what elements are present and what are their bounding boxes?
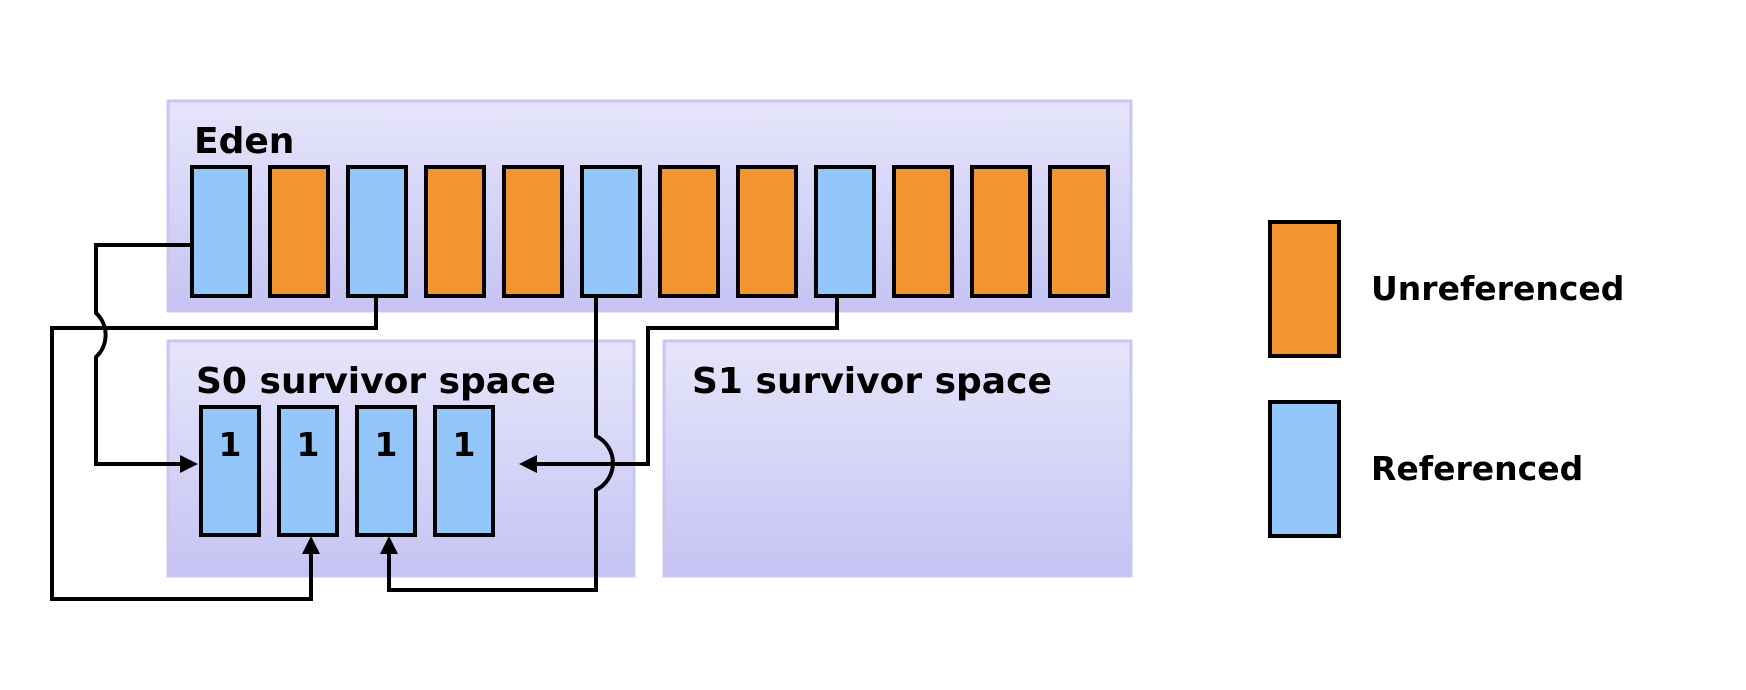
s0-block-2-age: 1 <box>297 425 320 464</box>
s1-survivor-label: S1 survivor space <box>692 361 1052 402</box>
s0-block-1 <box>199 405 261 537</box>
s0-block-4-age: 1 <box>453 425 476 464</box>
eden-block-4-unreferenced <box>424 165 486 298</box>
s0-block-3-age: 1 <box>375 425 398 464</box>
eden-block-11-unreferenced <box>970 165 1032 298</box>
arrowhead-s0-3 <box>380 536 398 554</box>
eden-block-1-referenced <box>190 165 252 298</box>
eden-block-8-unreferenced <box>736 165 798 298</box>
eden-block-7-unreferenced <box>658 165 720 298</box>
eden-blocks <box>190 165 1110 298</box>
s0-block-3 <box>355 405 417 537</box>
eden-block-12-unreferenced <box>1048 165 1110 298</box>
connector-eden-3-to-s0-2 <box>50 296 378 601</box>
legend-label-referenced: Referenced <box>1371 449 1583 488</box>
s0-survivor-label: S0 survivor space <box>196 361 556 402</box>
arrowhead-s0-1 <box>180 455 198 473</box>
connector-eden-9-to-s0-4 <box>536 296 839 466</box>
eden-block-6-referenced <box>580 165 642 298</box>
legend-swatch-referenced <box>1268 400 1341 538</box>
eden-label: Eden <box>194 121 294 162</box>
eden-block-5-unreferenced <box>502 165 564 298</box>
eden-block-3-referenced <box>346 165 408 298</box>
legend-swatch-unreferenced <box>1268 220 1341 358</box>
arrowhead-s0-2 <box>302 536 320 554</box>
legend-label-unreferenced: Unreferenced <box>1371 269 1624 308</box>
eden-block-10-unreferenced <box>892 165 954 298</box>
s0-block-2 <box>277 405 339 537</box>
s0-blocks: 1 1 1 1 <box>199 405 495 537</box>
s0-block-1-age: 1 <box>219 425 242 464</box>
eden-block-9-referenced <box>814 165 876 298</box>
s0-block-4 <box>433 405 495 537</box>
arrowhead-s0-4 <box>519 455 537 473</box>
connector-eden-6-to-s0-3 <box>387 296 615 592</box>
connector-eden-1-to-s0-1 <box>94 243 192 466</box>
s1-survivor-region <box>662 339 1133 578</box>
eden-block-2-unreferenced <box>268 165 330 298</box>
copy-connectors <box>50 243 839 601</box>
